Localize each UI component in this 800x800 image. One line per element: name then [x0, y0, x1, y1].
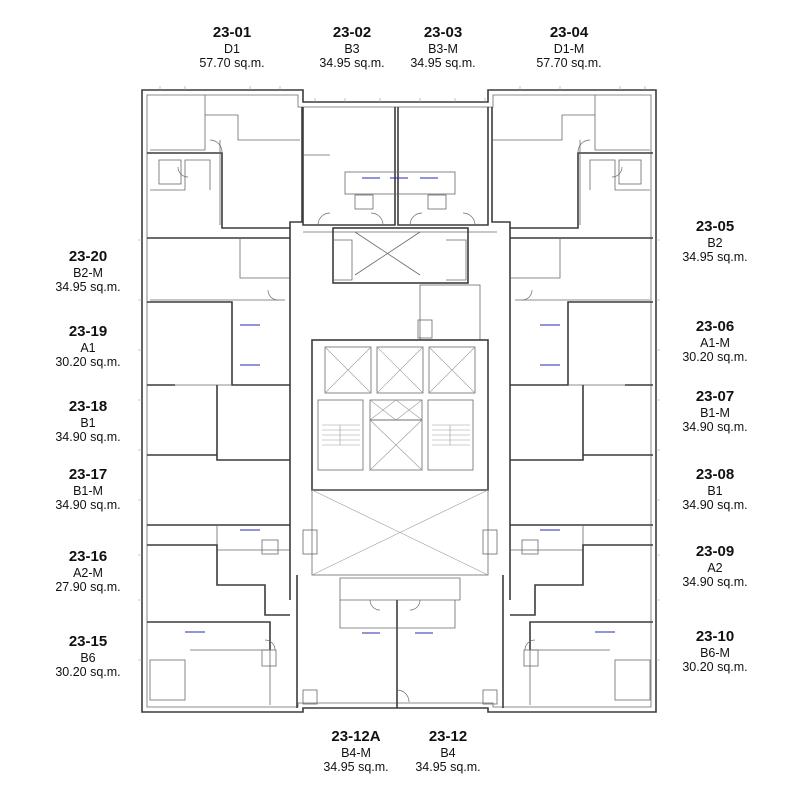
- unit-label-23-07: 23-07 B1-M 34.90 sq.m.: [655, 388, 775, 435]
- unit-type: B1-M: [700, 405, 730, 420]
- building-outline: [141, 89, 657, 713]
- unit-id: 23-16: [68, 548, 108, 565]
- unit-area: 30.20 sq.m.: [682, 350, 748, 365]
- unit-id: 23-15: [68, 633, 108, 650]
- unit-23-03-walls: [397, 107, 489, 226]
- unit-type: B2-M: [73, 265, 103, 280]
- window-marks: [138, 86, 660, 661]
- unit-area: 27.90 sq.m.: [55, 580, 121, 595]
- unit-label-23-06: 23-06 A1-M 30.20 sq.m.: [655, 318, 775, 365]
- unit-id: 23-01: [212, 24, 252, 41]
- unit-label-23-12: 23-12 B4 34.95 sq.m.: [388, 728, 508, 775]
- unit-area: 34.90 sq.m.: [55, 430, 121, 445]
- unit-type: A2-M: [73, 565, 103, 580]
- unit-label-23-03: 23-03 B3-M 34.95 sq.m.: [383, 24, 503, 71]
- unit-id: 23-12: [428, 728, 468, 745]
- unit-label-23-15: 23-15 B6 30.20 sq.m.: [28, 633, 148, 680]
- unit-type: B1-M: [73, 483, 103, 498]
- unit-area: 34.90 sq.m.: [682, 575, 748, 590]
- unit-area: 30.20 sq.m.: [55, 665, 121, 680]
- unit-type: B1: [707, 483, 723, 498]
- unit-type: B6-M: [700, 645, 730, 660]
- unit-area: 30.20 sq.m.: [682, 660, 748, 675]
- unit-area: 34.90 sq.m.: [682, 420, 748, 435]
- unit-type: B3-M: [428, 41, 458, 56]
- unit-type: D1-M: [553, 41, 585, 56]
- unit-label-23-05: 23-05 B2 34.95 sq.m.: [655, 218, 775, 265]
- unit-label-23-08: 23-08 B1 34.90 sq.m.: [655, 466, 775, 513]
- unit-id: 23-19: [68, 323, 108, 340]
- top-kitchens: [344, 171, 456, 210]
- unit-id: 23-08: [695, 466, 735, 483]
- unit-id: 23-07: [695, 388, 735, 405]
- unit-type: B6: [80, 650, 96, 665]
- unit-label-23-18: 23-18 B1 34.90 sq.m.: [28, 398, 148, 445]
- unit-23-04-walls: [491, 95, 653, 229]
- unit-area: 57.70 sq.m.: [536, 56, 602, 71]
- unit-id: 23-05: [695, 218, 735, 235]
- right-units-walls: [510, 237, 653, 705]
- building-outline-inner: [146, 94, 652, 708]
- core-block: [289, 227, 511, 600]
- unit-23-01-walls: [147, 95, 303, 229]
- unit-area: 34.90 sq.m.: [682, 498, 748, 513]
- unit-id: 23-17: [68, 466, 108, 483]
- unit-type: B2: [707, 235, 723, 250]
- unit-id: 23-10: [695, 628, 735, 645]
- unit-label-23-09: 23-09 A2 34.90 sq.m.: [655, 543, 775, 590]
- unit-area: 34.95 sq.m.: [410, 56, 476, 71]
- bottom-units-walls: [296, 575, 504, 708]
- unit-label-23-01: 23-01 D1 57.70 sq.m.: [172, 24, 292, 71]
- unit-id: 23-12A: [331, 728, 381, 745]
- left-units-walls: [147, 237, 290, 705]
- unit-area: 34.95 sq.m.: [682, 250, 748, 265]
- unit-id: 23-18: [68, 398, 108, 415]
- unit-id: 23-06: [695, 318, 735, 335]
- unit-type: B4: [440, 745, 456, 760]
- unit-23-02-walls: [302, 107, 396, 226]
- unit-id: 23-04: [549, 24, 589, 41]
- unit-area: 34.95 sq.m.: [55, 280, 121, 295]
- unit-type: B4-M: [341, 745, 371, 760]
- unit-id: 23-09: [695, 543, 735, 560]
- unit-label-23-16: 23-16 A2-M 27.90 sq.m.: [28, 548, 148, 595]
- unit-type: A2: [707, 560, 723, 575]
- unit-id: 23-03: [423, 24, 463, 41]
- unit-type: A1: [80, 340, 96, 355]
- unit-id: 23-20: [68, 248, 108, 265]
- unit-label-23-04: 23-04 D1-M 57.70 sq.m.: [509, 24, 629, 71]
- unit-label-23-19: 23-19 A1 30.20 sq.m.: [28, 323, 148, 370]
- unit-area: 57.70 sq.m.: [199, 56, 265, 71]
- unit-label-23-10: 23-10 B6-M 30.20 sq.m.: [655, 628, 775, 675]
- unit-type: A1-M: [700, 335, 730, 350]
- unit-area: 34.95 sq.m.: [323, 760, 389, 775]
- unit-area: 30.20 sq.m.: [55, 355, 121, 370]
- unit-label-23-20: 23-20 B2-M 34.95 sq.m.: [28, 248, 148, 295]
- unit-label-23-17: 23-17 B1-M 34.90 sq.m.: [28, 466, 148, 513]
- unit-type: D1: [224, 41, 240, 56]
- unit-area: 34.95 sq.m.: [319, 56, 385, 71]
- unit-type: B3: [344, 41, 360, 56]
- unit-label-23-12A: 23-12A B4-M 34.95 sq.m.: [296, 728, 416, 775]
- unit-area: 34.95 sq.m.: [415, 760, 481, 775]
- unit-id: 23-02: [332, 24, 372, 41]
- unit-area: 34.90 sq.m.: [55, 498, 121, 513]
- unit-type: B1: [80, 415, 96, 430]
- unit-label-23-02: 23-02 B3 34.95 sq.m.: [292, 24, 412, 71]
